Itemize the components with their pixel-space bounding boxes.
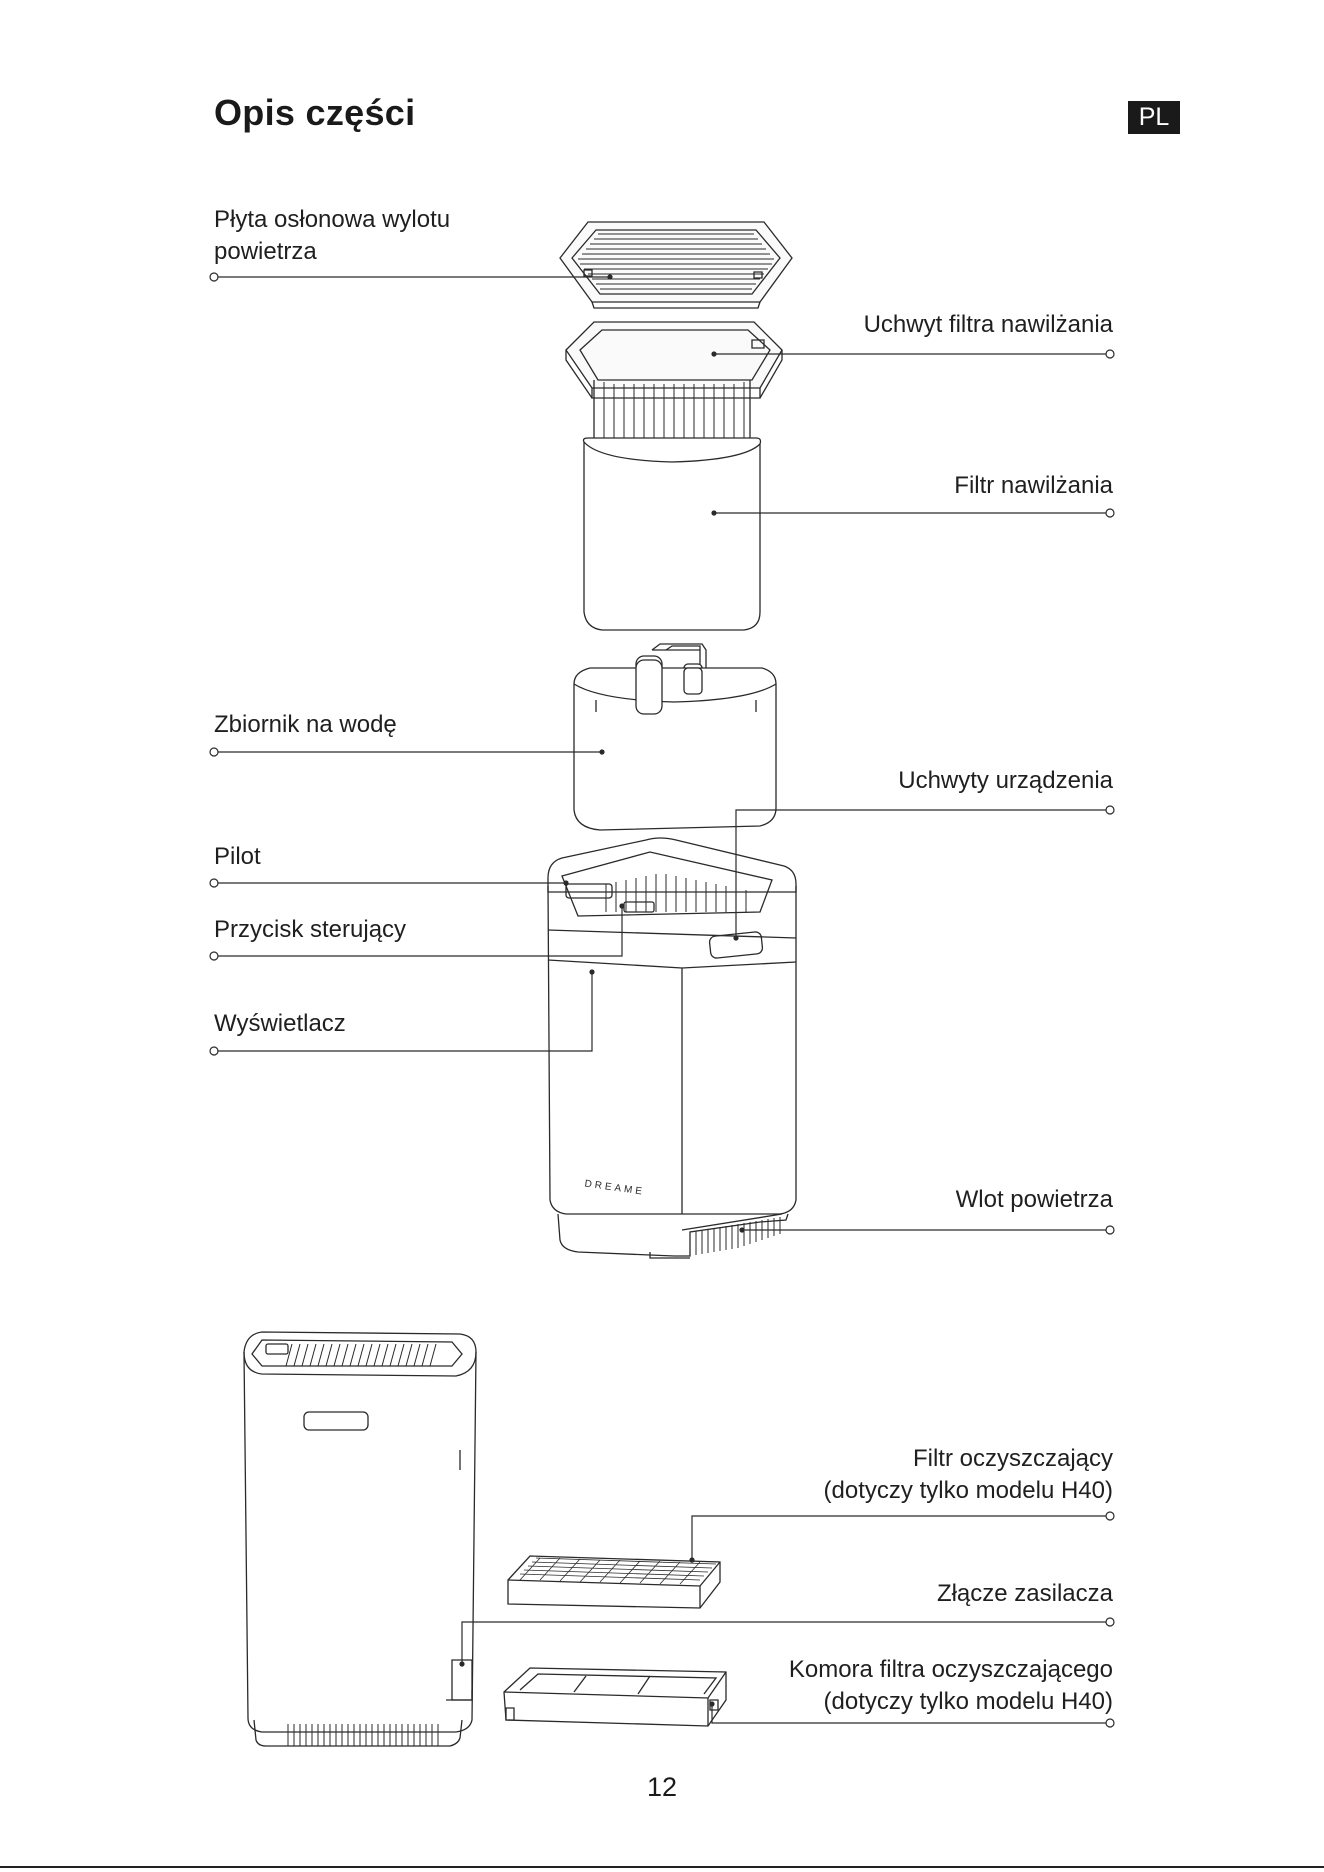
page-number: 12 xyxy=(646,1772,678,1802)
humidification-filter-holder xyxy=(566,322,782,398)
label-purification-filter-line2: (dotyczy tylko modelu H40) xyxy=(823,1477,1113,1504)
label-remote: Pilot xyxy=(214,843,261,870)
label-purification-filter: Filtr oczyszczający (dotyczy tylko model… xyxy=(824,1443,1113,1507)
page-title: Opis części xyxy=(214,92,416,133)
water-tank xyxy=(574,644,776,830)
outlet-cover-plate xyxy=(560,222,792,308)
label-device-handles: Uchwyty urządzenia xyxy=(898,767,1113,794)
main-body: DREAME xyxy=(548,838,796,1258)
assembled-unit xyxy=(244,1332,476,1746)
label-filter-chamber-line2: (dotyczy tylko modelu H40) xyxy=(823,1688,1113,1715)
leader-lines-lower xyxy=(460,1512,1114,1727)
purification-filter-chamber xyxy=(504,1668,726,1726)
purification-filter xyxy=(508,1556,720,1608)
label-filter-chamber-line1: Komora filtra oczyszczającego xyxy=(788,1656,1113,1683)
label-control-button: Przycisk sterujący xyxy=(214,916,407,943)
label-power-connector: Złącze zasilacza xyxy=(936,1580,1113,1607)
brand-logo: DREAME xyxy=(584,1178,646,1197)
label-filter-chamber: Komora filtra oczyszczającego (dotyczy t… xyxy=(789,1654,1113,1718)
label-humidification-filter: Filtr nawilżania xyxy=(954,472,1113,499)
leader-lines-upper xyxy=(210,273,1114,1234)
page-bottom-rule xyxy=(0,1866,1324,1868)
label-air-inlet: Wlot powietrza xyxy=(955,1186,1113,1213)
humidification-filter xyxy=(584,380,761,630)
language-badge: PL xyxy=(1128,101,1180,134)
label-outlet-cover-line1: Płyta osłonowa wylotu xyxy=(214,206,451,233)
label-outlet-cover: Płyta osłonowa wylotu powietrza xyxy=(214,204,450,268)
label-outlet-cover-line2: powietrza xyxy=(214,238,317,265)
label-filter-holder: Uchwyt filtra nawilżania xyxy=(863,311,1113,338)
label-purification-filter-line1: Filtr oczyszczający xyxy=(912,1445,1113,1472)
label-display: Wyświetlacz xyxy=(214,1010,346,1037)
label-water-tank: Zbiornik na wodę xyxy=(214,711,397,738)
